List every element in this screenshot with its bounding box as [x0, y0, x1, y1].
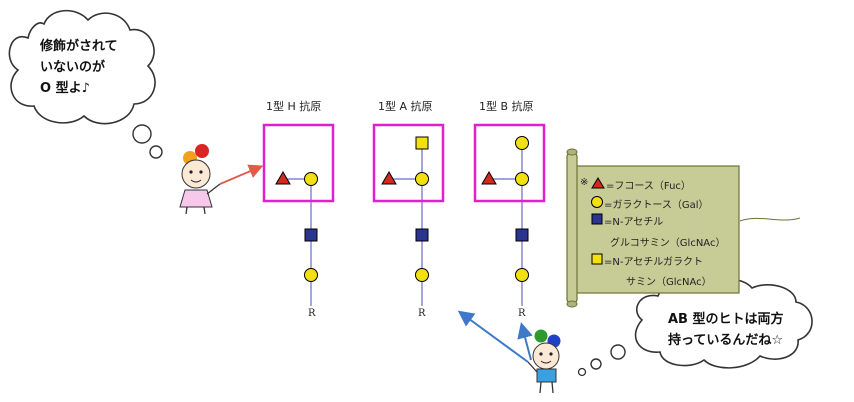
glcnac-square-icon [591, 213, 603, 225]
galnac-square-icon [415, 136, 429, 150]
fucose-triangle-icon [591, 177, 605, 189]
glcnac-square-icon [515, 228, 529, 242]
antigen-b-structure [473, 123, 546, 306]
antigen-title: 1型 A 抗原 [378, 100, 433, 113]
bubble-left-text: 修飾がされて いないのが O 型よ♪ [40, 36, 118, 99]
pointer-arrow-icon [219, 164, 264, 185]
bubble-right-text: AB 型のヒトは両方 持っているんだね☆ [668, 309, 784, 351]
legend-galnac: サミン（GlcNAc） [626, 277, 712, 288]
legend-scroll [566, 148, 801, 308]
galnac-square-icon [591, 253, 603, 265]
legend-galactose: =ガラクトース（Gal） [604, 200, 709, 211]
antigen-frame [262, 123, 335, 203]
antigen-frame [473, 123, 546, 203]
fucose-triangle-icon [275, 171, 291, 185]
glcnac-square-icon [304, 228, 318, 242]
legend-glcnac: グルコサミン（GlcNAc） [610, 238, 726, 249]
bubble-line: AB 型のヒトは両方 [668, 312, 784, 327]
legend-fucose: =フコース（Fuc） [606, 181, 691, 192]
galactose-circle-icon [591, 196, 603, 208]
antigen-h-structure [262, 123, 335, 306]
antigen-frame [372, 123, 445, 203]
bubble-line: 持っているんだね☆ [668, 333, 784, 348]
galactose-circle-icon [515, 268, 529, 282]
galactose-circle-icon [415, 172, 429, 186]
pointer-arrow-icon [517, 322, 533, 361]
boy-character-icon [527, 329, 561, 394]
antigen-title: 1型 B 抗原 [479, 100, 534, 113]
legend-glcnac: =N-アセチル [604, 217, 664, 228]
bubble-line: いないのが [40, 60, 106, 75]
bubble-line: O 型よ♪ [40, 81, 90, 96]
galactose-circle-icon [515, 136, 529, 150]
thought-bubble-right [577, 278, 813, 377]
antigen-a-structure [372, 123, 445, 306]
legend-mark: ※ [580, 177, 589, 188]
glcnac-square-icon [415, 228, 429, 242]
galactose-circle-icon [415, 268, 429, 282]
fucose-triangle-icon [381, 171, 397, 185]
bubble-line: 修飾がされて [40, 39, 118, 54]
fucose-triangle-icon [481, 171, 497, 185]
galactose-circle-icon [304, 268, 318, 282]
galactose-circle-icon [515, 172, 529, 186]
girl-character-icon [179, 144, 221, 215]
pointer-arrow-icon [457, 310, 529, 363]
thought-bubble-left [8, 9, 163, 159]
root-label: R [418, 308, 426, 319]
legend-galnac: =N-アセチルガラクト [604, 257, 703, 268]
galactose-circle-icon [304, 172, 318, 186]
root-label: R [518, 308, 526, 319]
root-label: R [308, 308, 316, 319]
antigen-title: 1型 H 抗原 [266, 100, 322, 113]
